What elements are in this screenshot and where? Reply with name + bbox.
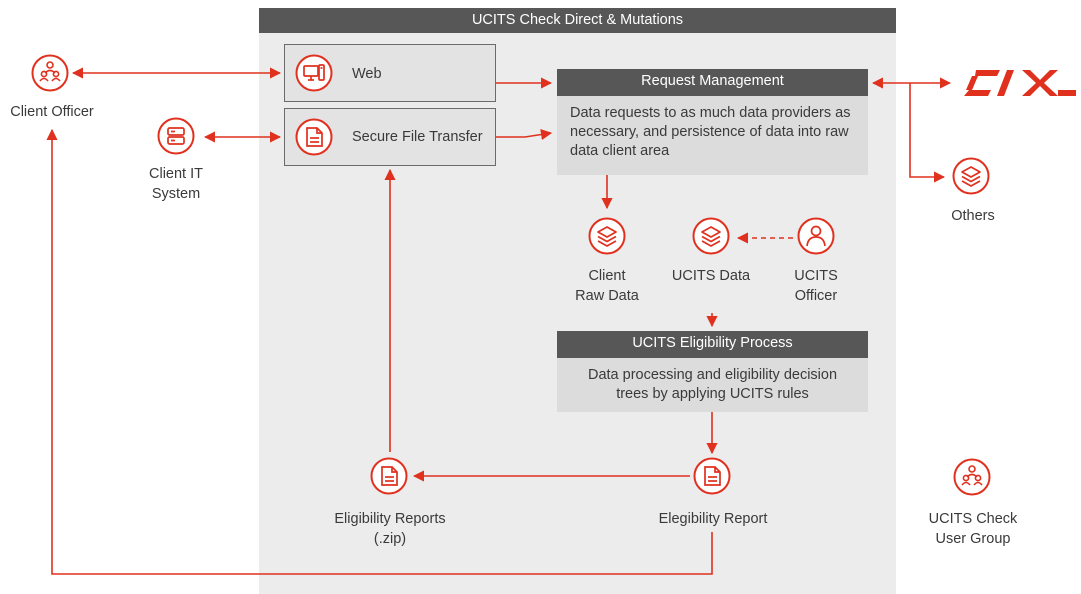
others-icon xyxy=(952,157,990,195)
request-management-text: Data requests to as much data providers … xyxy=(570,104,865,161)
ucits-officer-label: UCITS Officer xyxy=(776,266,856,306)
request-management-line: necessary, and persistence of data into … xyxy=(570,124,849,140)
sft-label: Secure File Transfer xyxy=(352,129,483,145)
ucits-data-icon xyxy=(692,217,730,255)
client-raw-data-icon xyxy=(588,217,626,255)
eligibility-process-line: trees by applying UCITS rules xyxy=(616,386,809,402)
six-logo xyxy=(964,70,1076,96)
ucits-officer-line: Officer xyxy=(794,288,838,304)
reports-zip-label: Eligibility Reports (.zip) xyxy=(320,509,460,549)
client-raw-line: Raw Data xyxy=(575,288,639,304)
user-group-icon xyxy=(953,458,991,496)
reports-zip-icon xyxy=(370,457,408,495)
eligibility-process-title: UCITS Eligibility Process xyxy=(557,331,868,358)
ucits-officer-line: UCITS xyxy=(794,268,838,284)
reports-zip-line: (.zip) xyxy=(373,531,407,547)
user-group-line: User Group xyxy=(935,531,1011,547)
others-label: Others xyxy=(951,208,995,224)
ucits-officer-icon xyxy=(797,217,835,255)
reports-zip-line: Eligibility Reports xyxy=(334,511,446,527)
request-management-line: Data requests to as much data providers … xyxy=(570,105,851,121)
user-group-label: UCITS Check User Group xyxy=(918,509,1028,549)
panel-title: UCITS Check Direct & Mutations xyxy=(259,8,896,33)
client-officer-label: Client Officer xyxy=(10,104,94,120)
request-management-line: data client area xyxy=(570,143,670,159)
request-others-arrow xyxy=(909,83,946,183)
ucits-data-label: UCITS Data xyxy=(671,268,751,284)
eligibility-process-line: Data processing and eligibility decision xyxy=(587,367,838,383)
client-it-line: System xyxy=(151,186,201,202)
document-icon xyxy=(295,118,333,156)
sft-request-arrow xyxy=(496,128,553,141)
user-group-line: UCITS Check xyxy=(928,511,1018,527)
client-it-line: Client IT xyxy=(149,166,203,182)
request-management-title: Request Management xyxy=(557,69,868,96)
client-officer-icon xyxy=(31,54,69,92)
client-it-label: Client IT System xyxy=(136,164,216,204)
eligibility-process-text: Data processing and eligibility decision… xyxy=(557,366,868,404)
report-label: Elegibility Report xyxy=(658,511,768,527)
report-officer-arrow xyxy=(46,128,713,575)
server-icon xyxy=(157,117,195,155)
web-box xyxy=(284,44,496,102)
client-raw-data-label: Client Raw Data xyxy=(567,266,647,306)
web-label: Web xyxy=(352,66,382,82)
monitor-icon xyxy=(295,54,333,92)
report-icon xyxy=(693,457,731,495)
client-raw-line: Client xyxy=(588,268,626,284)
